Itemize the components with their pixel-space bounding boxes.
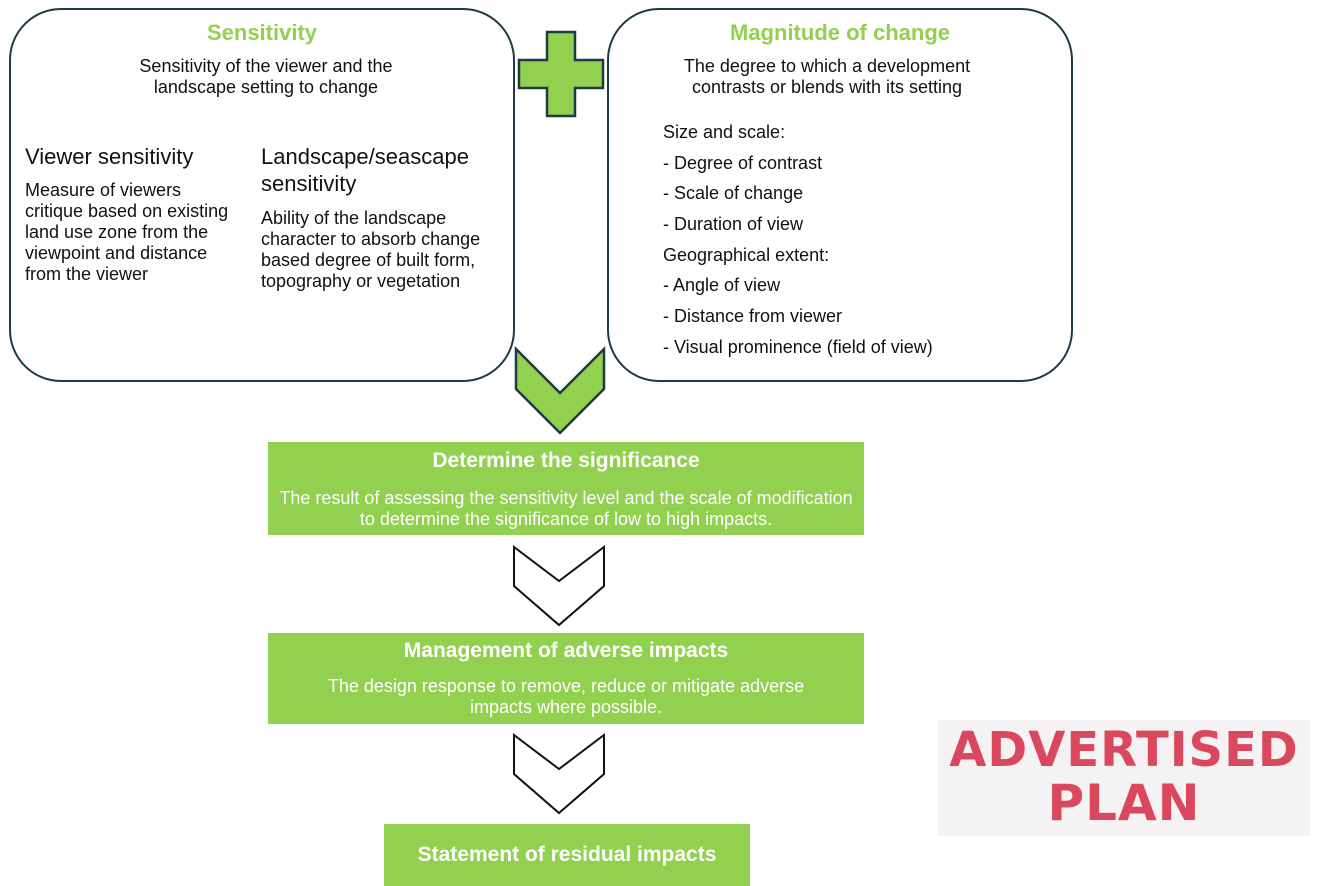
chevron-down-icon [513,544,605,627]
landscape-sensitivity-text: Ability of the landscape character to ab… [261,208,481,291]
list-item: - Degree of contrast [663,152,823,173]
determine-significance-box: Determine the significance The result of… [268,442,864,535]
list-item: - Scale of change [663,183,804,204]
chevron-down-icon [513,732,605,815]
step-title: Statement of residual impacts [417,843,717,866]
advertised-plan-stamp: ADVERTISED PLAN [938,720,1310,836]
step-description: The result of assessing the sensitivity … [279,488,853,529]
list-item: - Visual prominence (field of view) [663,336,933,357]
magnitude-title: Magnitude of change [730,20,950,45]
list-item: - Angle of view [663,275,781,296]
list-item: - Duration of view [663,214,804,235]
step-description: The design response to remove, reduce or… [327,676,805,717]
list-item: Size and scale: [663,122,786,142]
viewer-sensitivity-text: Measure of viewers critique based on exi… [25,180,229,284]
landscape-sensitivity-heading: Landscape/seascape sensitivity [261,144,469,196]
sensitivity-title: Sensitivity [206,20,318,45]
step-title: Determine the significance [432,449,700,472]
step-title: Management of adverse impacts [403,639,729,662]
magnitude-box: Magnitude of change The degree to which … [607,8,1073,382]
chevron-down-icon [514,345,606,435]
stamp-line: PLAN [1047,774,1201,832]
stamp-line: ADVERTISED [949,722,1299,778]
magnitude-list: Size and scale: - Degree of contrast - S… [663,122,1063,368]
sensitivity-description: Sensitivity of the viewer and the landsc… [139,56,393,97]
list-item: Geographical extent: [663,244,830,265]
sensitivity-box: Sensitivity Sensitivity of the viewer an… [9,8,515,382]
residual-impacts-box: Statement of residual impacts [384,824,750,886]
management-impacts-box: Management of adverse impacts The design… [268,633,864,724]
viewer-sensitivity-heading: Viewer sensitivity [25,144,194,169]
list-item: - Distance from viewer [663,306,843,327]
plus-icon [517,30,605,118]
magnitude-description: The degree to which a development contra… [683,56,971,97]
